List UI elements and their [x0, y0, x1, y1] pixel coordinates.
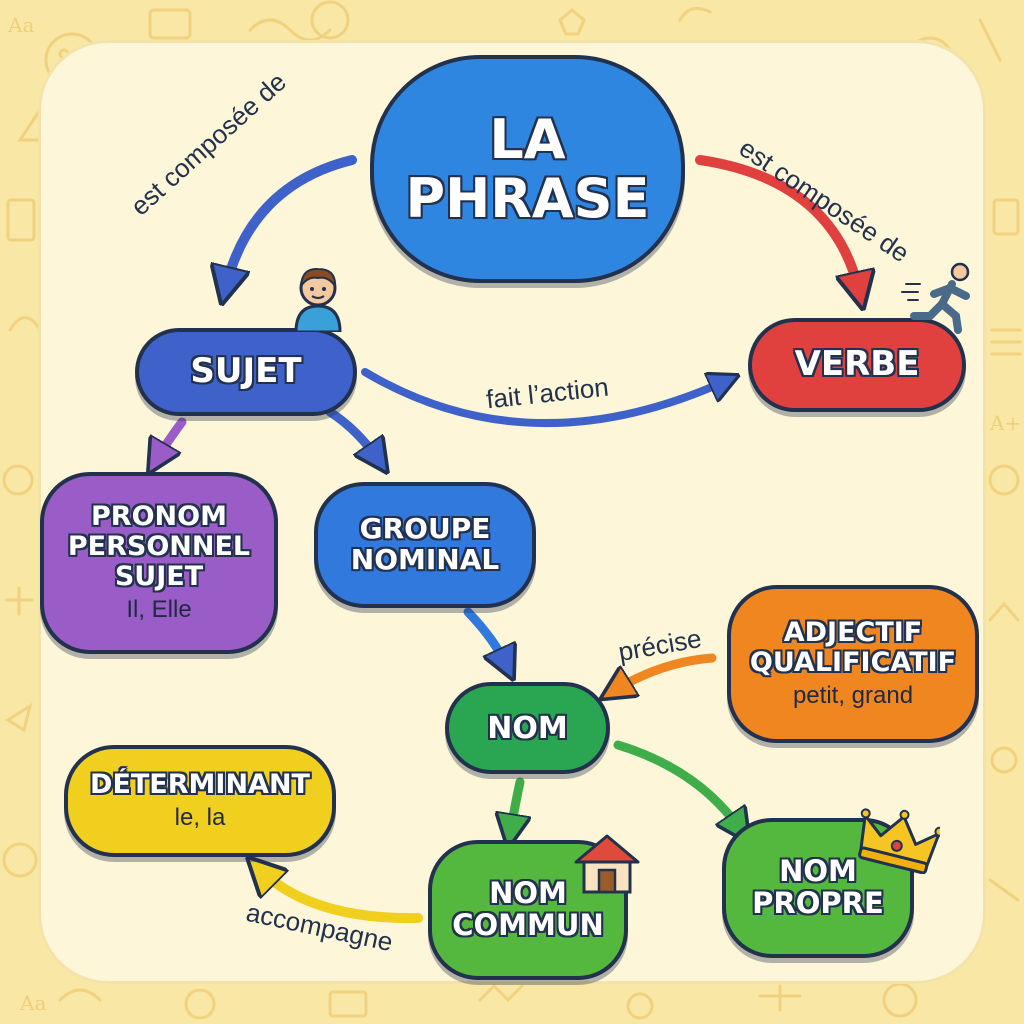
adjectif-example: petit, grand: [792, 681, 914, 709]
arrow-adjectif-nom: [612, 653, 717, 692]
arrow-phrase-sujet: [225, 155, 357, 290]
phrase-line2: PHRASE: [405, 167, 650, 230]
crown-icon: [858, 808, 940, 874]
node-nom: NOM: [445, 682, 610, 774]
nom-commun-line2: COMMUN: [452, 908, 604, 942]
node-groupe-nominal: GROUPE NOMINAL: [314, 482, 536, 608]
node-determinant: DÉTERMINANT le, la: [64, 745, 336, 857]
svg-text:A+: A+: [989, 411, 1021, 435]
node-verbe: VERBE: [748, 318, 966, 412]
arrow-commun-determinant: [258, 868, 423, 924]
running-man-icon: [901, 262, 970, 334]
adjectif-line2: QUALIFICATIF: [749, 647, 957, 678]
pronom-example: Il, Elle: [126, 595, 192, 623]
nom-propre-line2: PROPRE: [752, 886, 884, 920]
phrase-line1: LA: [489, 107, 566, 171]
arrow-groupe-nom: [463, 607, 508, 668]
nom-label: NOM: [487, 710, 568, 746]
groupe-line1: GROUPE: [359, 512, 491, 546]
arrow-phrase-verbe: [695, 155, 860, 295]
arrow-sujet-groupe: [325, 407, 380, 462]
pronom-line3: SUJET: [114, 560, 204, 592]
node-adjectif-qualificatif: ADJECTIF QUALIFICATIF petit, grand: [727, 585, 979, 743]
nom-commun-line1: NOM: [489, 876, 567, 911]
arrow-sujet-pronom: [155, 417, 187, 462]
arrow-sujet-verbe: [361, 368, 728, 427]
groupe-line2: NOMINAL: [350, 543, 500, 576]
node-la-phrase: LA PHRASE: [370, 55, 685, 283]
pronom-line1: PRONOM: [91, 501, 227, 533]
svg-text:Aa: Aa: [7, 13, 34, 37]
node-pronom-personnel-sujet: PRONOM PERSONNEL SUJET Il, Elle: [40, 472, 278, 654]
determinant-example: le, la: [174, 803, 226, 831]
child-icon: [294, 267, 342, 332]
determinant-label: DÉTERMINANT: [90, 769, 310, 801]
pronom-line2: PERSONNEL: [67, 531, 251, 563]
svg-text:Aa: Aa: [19, 991, 46, 1015]
house-icon: [574, 834, 640, 894]
arrow-nom-commun: [510, 777, 520, 835]
verbe-label: VERBE: [794, 344, 920, 385]
adjectif-line1: ADJECTIF: [783, 617, 923, 649]
sujet-label: SUJET: [190, 351, 302, 392]
node-sujet: SUJET: [135, 328, 357, 416]
nom-propre-line1: NOM: [779, 854, 857, 889]
arrow-nom-propre: [613, 740, 742, 832]
